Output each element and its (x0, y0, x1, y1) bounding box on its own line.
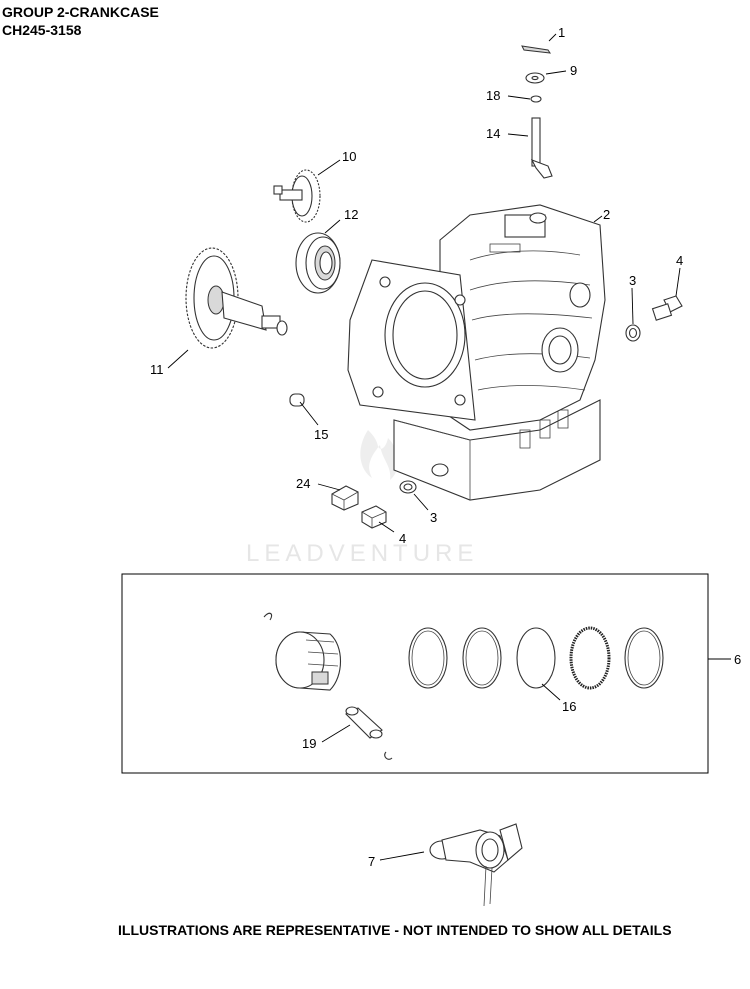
leader-lines (167, 33, 731, 861)
callout-11: 11 (150, 362, 164, 377)
callout-12: 12 (344, 207, 358, 222)
disclaimer-footer: ILLUSTRATIONS ARE REPRESENTATIVE - NOT I… (118, 922, 672, 938)
part-6-oil-ring-expander[interactable] (569, 626, 611, 690)
part-1-cotter-pin[interactable] (521, 45, 552, 54)
callout-6: 6 (734, 652, 741, 667)
part-16-piston-ring[interactable] (516, 627, 556, 689)
callout-18: 18 (486, 88, 500, 103)
callout-15: 15 (314, 427, 328, 442)
part-6-pin-retainer[interactable] (384, 751, 393, 760)
part-4-plug-upper[interactable] (651, 295, 683, 321)
callout-3-lower: 3 (430, 510, 437, 525)
part-12-bearing[interactable] (295, 232, 341, 294)
callout-4-lower: 4 (399, 531, 406, 546)
callout-19: 19 (302, 736, 316, 751)
callout-3-upper: 3 (629, 273, 636, 288)
part-10-governor-gear[interactable] (273, 169, 321, 223)
part-2-crankcase[interactable] (347, 204, 606, 501)
callout-4-upper: 4 (676, 253, 683, 268)
callout-24: 24 (296, 476, 310, 491)
callout-9: 9 (570, 63, 577, 78)
watermark-flame-icon (360, 430, 399, 480)
callout-2: 2 (603, 207, 610, 222)
part-18-seal[interactable] (530, 95, 542, 103)
part-6-piston-ring-2[interactable] (462, 627, 502, 689)
diagram-title: GROUP 2-CRANKCASE (2, 4, 159, 20)
piston-kit-box (121, 573, 709, 774)
part-19-piston-pin[interactable] (345, 706, 383, 739)
part-24-drain-plug[interactable] (331, 485, 359, 511)
diagram-model-number: CH245-3158 (2, 22, 82, 38)
part-14-governor-shaft[interactable] (530, 117, 553, 179)
watermark-text: LEADVENTURE (246, 540, 479, 567)
part-7-connecting-rod[interactable] (429, 823, 523, 907)
part-6-piston-ring-3[interactable] (624, 627, 664, 689)
part-6-piston-ring-1[interactable] (408, 627, 448, 689)
part-9-washer[interactable] (525, 72, 545, 84)
part-3-sealing-washer-upper[interactable] (625, 324, 641, 342)
part-3-sealing-washer-lower[interactable] (399, 480, 417, 494)
callout-16: 16 (562, 699, 576, 714)
part-6-piston[interactable] (263, 612, 341, 691)
callout-7: 7 (368, 854, 375, 869)
part-11-camshaft[interactable] (185, 247, 288, 349)
callout-14: 14 (486, 126, 500, 141)
callout-10: 10 (342, 149, 356, 164)
callout-1: 1 (558, 25, 565, 40)
